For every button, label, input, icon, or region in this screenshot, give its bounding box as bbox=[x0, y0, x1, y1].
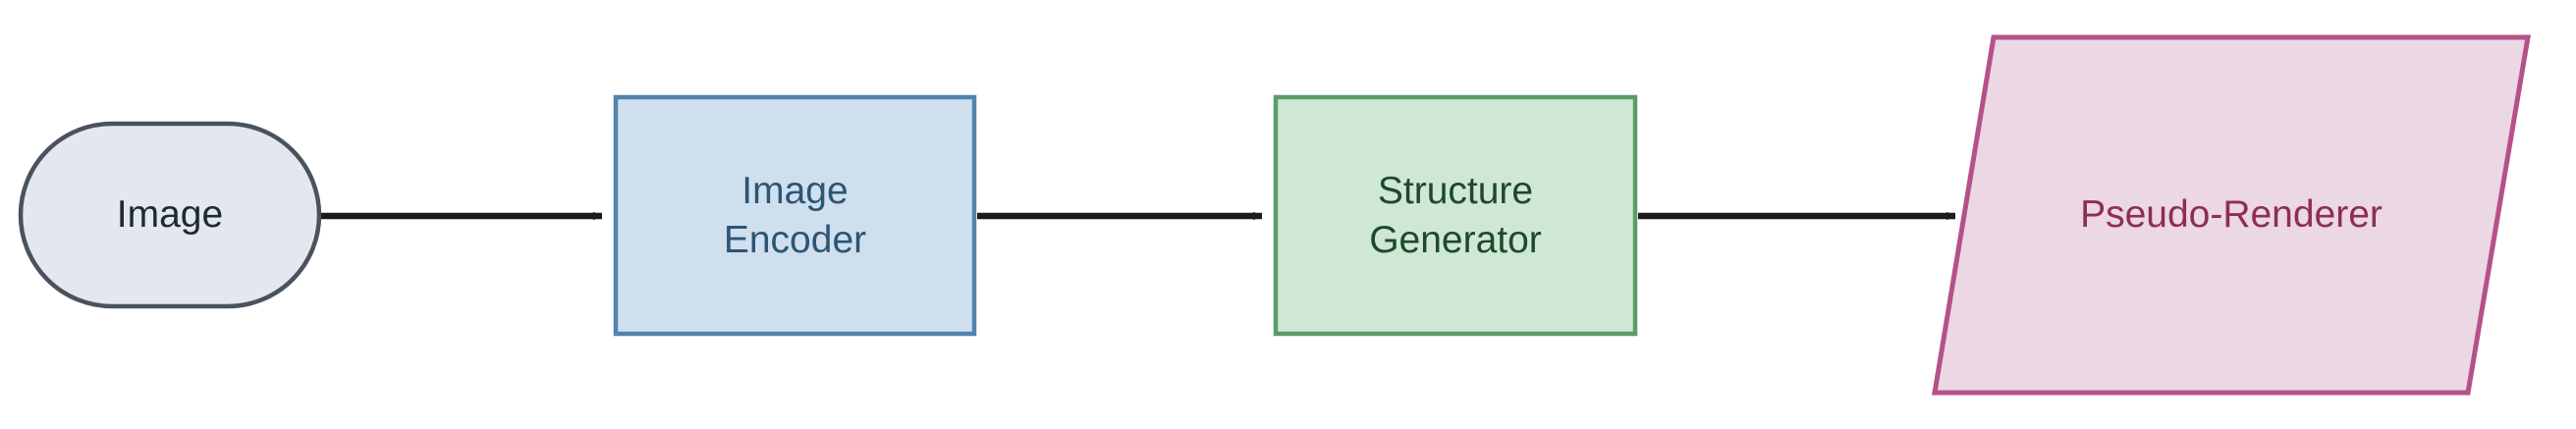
node-structure-generator-shape[interactable] bbox=[1273, 94, 1638, 337]
node-image-shape[interactable] bbox=[18, 121, 322, 309]
node-pseudo-renderer-shape[interactable] bbox=[1932, 34, 2531, 396]
node-image-encoder-shape[interactable] bbox=[613, 94, 977, 337]
